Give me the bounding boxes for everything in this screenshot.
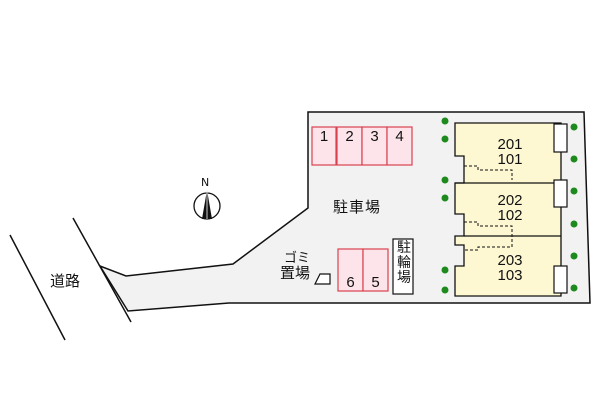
- north-arrow-icon: [193, 190, 221, 220]
- bicycle-parking-box: [392, 238, 414, 295]
- parking-row-bottom: [337, 248, 389, 292]
- garbage-box: [314, 273, 331, 285]
- garbage-label-top: ゴミ: [284, 251, 311, 266]
- road-label: 道路: [50, 272, 81, 290]
- parking-space-3: 3: [370, 128, 379, 145]
- unit-202-102: 202 102: [497, 192, 523, 224]
- parking-space-6: 6: [346, 274, 355, 291]
- parking-space-1: 1: [319, 128, 329, 145]
- unit-203-103: 203 103: [497, 252, 523, 284]
- parking-space-2: 2: [345, 128, 354, 145]
- garbage-label-bottom: 置場: [280, 264, 311, 282]
- parking-space-4: 4: [395, 128, 404, 145]
- unit-201-101: 201 101: [497, 136, 523, 168]
- road-edge-left: [9, 234, 66, 341]
- bicycle-parking-label: 駐 輪 場: [397, 240, 411, 286]
- parking-space-5: 5: [371, 274, 380, 291]
- parking-lot-label: 駐車場: [333, 198, 382, 216]
- building: [454, 122, 568, 297]
- compass-north-label: N: [201, 176, 210, 189]
- trees: [441, 117, 578, 294]
- parking-row-top: [311, 126, 413, 166]
